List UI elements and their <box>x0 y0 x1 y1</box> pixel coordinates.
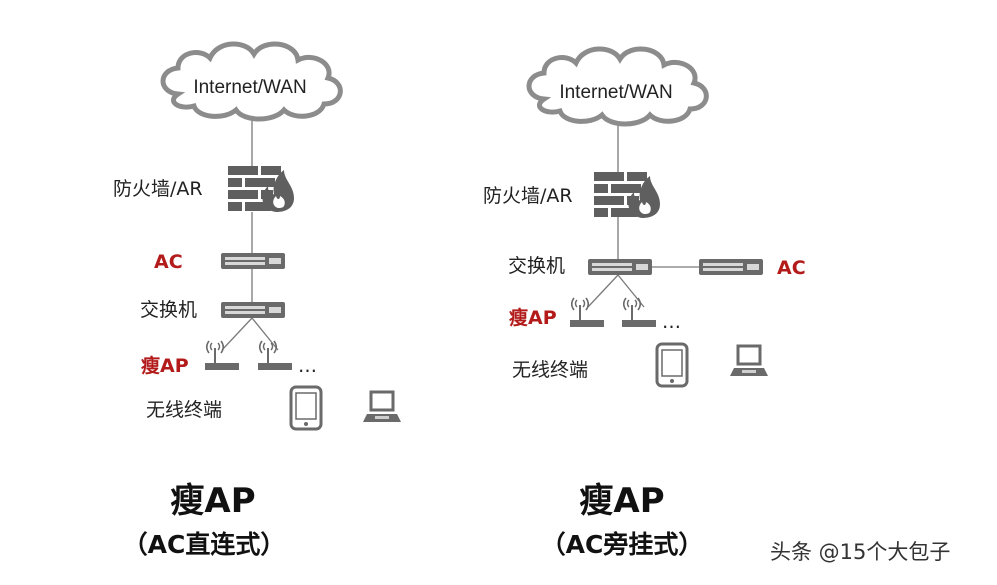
ac-label: AC <box>777 257 806 279</box>
ap-ellipsis: … <box>662 311 681 333</box>
left-title: 瘦AP <box>170 481 255 521</box>
phone-icon <box>289 385 323 431</box>
link-switch-ap1 <box>221 317 253 351</box>
right-title: 瘦AP <box>579 481 664 521</box>
switch-label: 交换机 <box>508 255 565 277</box>
link-switch-ap1 <box>587 274 619 308</box>
right-subtitle: （AC旁挂式） <box>541 530 704 559</box>
firewall-label: 防火墙/AR <box>113 178 203 200</box>
watermark-text: 头条 @15个大包子 <box>770 540 950 564</box>
firewall-icon <box>228 166 294 212</box>
firewall-icon <box>594 172 660 218</box>
phone-icon <box>655 342 689 388</box>
ac-label: AC <box>154 251 183 273</box>
cloud-label: Internet/WAN <box>193 77 306 98</box>
laptop-icon <box>728 344 770 378</box>
ap-label: 瘦AP <box>141 354 189 377</box>
switch-label: 交换机 <box>140 299 197 321</box>
ap-label: 瘦AP <box>509 306 557 329</box>
left-topology: Internet/WAN 防火墙/AR AC 交换机 … 瘦AP 无线终端 瘦A… <box>113 44 403 559</box>
switch-icon <box>221 302 285 318</box>
ap-ellipsis: … <box>298 355 317 377</box>
switch-icon <box>588 259 652 275</box>
ap-icon-2 <box>621 297 657 328</box>
ac-device-icon <box>221 253 285 269</box>
cloud-label: Internet/WAN <box>559 82 672 103</box>
right-topology: Internet/WAN 防火墙/AR 交换机 AC … 瘦AP 无线终端 瘦A… <box>483 49 806 559</box>
laptop-icon <box>361 390 403 424</box>
link-switch-ap2 <box>251 317 279 351</box>
ap-icon-1 <box>204 340 240 371</box>
left-subtitle: （AC直连式） <box>123 530 286 559</box>
terminals-label: 无线终端 <box>146 399 222 421</box>
firewall-label: 防火墙/AR <box>483 185 573 207</box>
ac-device-icon <box>699 259 763 275</box>
terminals-label: 无线终端 <box>512 359 588 381</box>
ap-icon-1 <box>569 297 605 328</box>
